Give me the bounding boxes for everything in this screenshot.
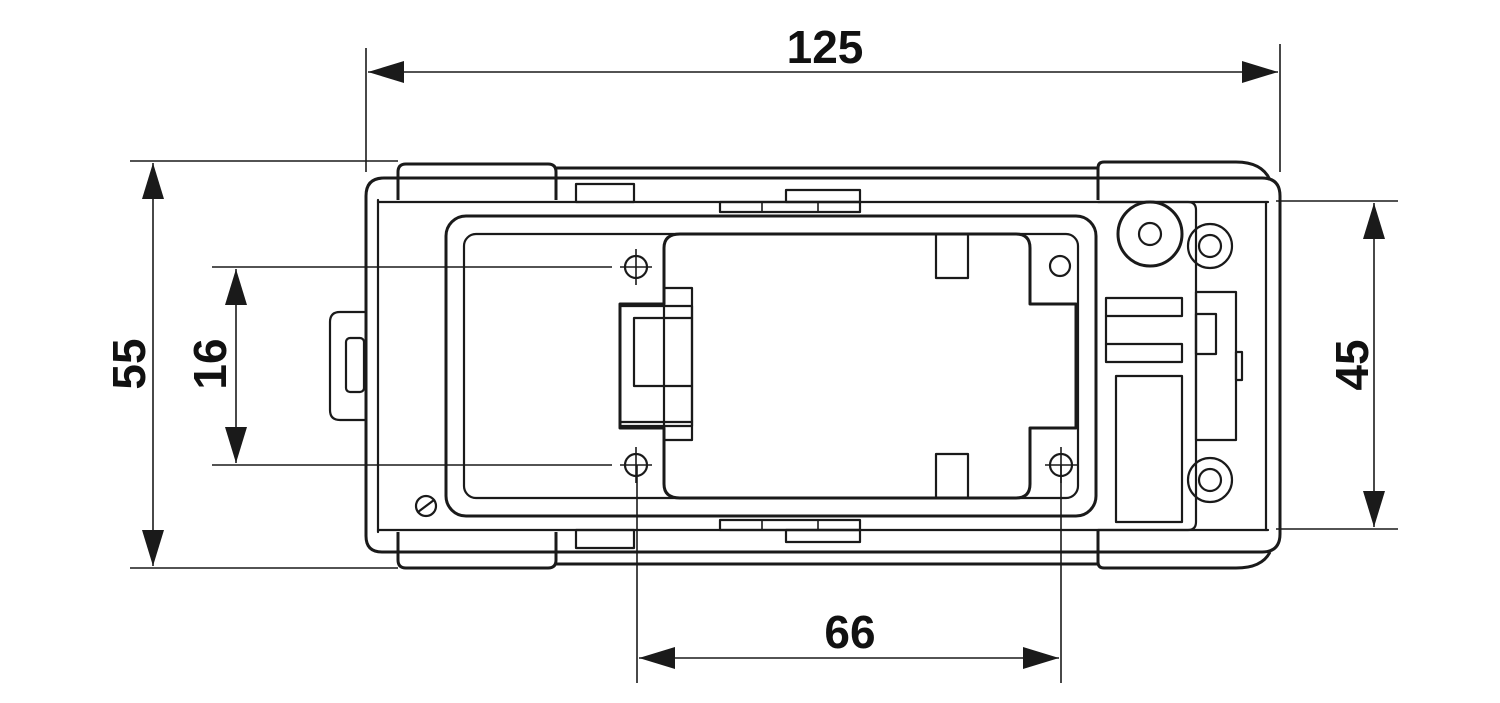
gasket-inner [462, 232, 1080, 500]
dimension-hole-horizontal: 66 [636, 465, 1062, 683]
dimension-overall-height: 55 [103, 160, 398, 569]
housing [328, 160, 1282, 570]
arrow-bottom [142, 530, 164, 566]
latch-window [618, 304, 694, 428]
arrow-left [368, 61, 404, 83]
cable-gland-inner [1137, 221, 1163, 247]
dimension-label-55: 55 [103, 338, 155, 389]
label-plate [1114, 374, 1184, 524]
dimension-label-125: 125 [787, 21, 864, 73]
latch-window-frame [662, 286, 694, 442]
top-clip-upper [784, 188, 862, 204]
arrow-top [225, 269, 247, 305]
arrow-left [639, 647, 675, 669]
arrow-right [1242, 61, 1278, 83]
top-block-left [574, 182, 636, 204]
bottom-clip-lower [784, 528, 862, 544]
hole-bottom-left [620, 447, 652, 483]
insert-hole [1048, 254, 1072, 278]
top-left-latch [396, 162, 558, 200]
hole-top-left [620, 249, 652, 285]
lever-window [1194, 312, 1218, 356]
arrow-top [142, 163, 164, 199]
bolt-bottom-inner [1197, 467, 1223, 493]
screw-slot [416, 498, 436, 514]
arrow-right [1023, 647, 1059, 669]
dimension-label-45: 45 [1326, 339, 1378, 390]
dimension-mounting-height: 45 [1276, 200, 1398, 530]
bottom-left-latch [396, 532, 558, 570]
dimension-hole-vertical: 16 [184, 266, 612, 466]
body-outer [364, 176, 1282, 554]
bolt-top-inner [1197, 233, 1223, 259]
insert-plate [618, 232, 1078, 500]
right-assembly [1096, 200, 1244, 532]
bolt-top-outer [1186, 222, 1234, 270]
bottom-right-latch [1096, 530, 1272, 570]
cable-gland-outer [1116, 200, 1184, 268]
insert-outline [618, 232, 1078, 500]
hole-bottom-right [1045, 447, 1077, 483]
bottom-block-left [574, 528, 636, 550]
gasket-frame [444, 214, 1098, 518]
latch-bar-lower [1104, 342, 1184, 364]
top-clip-lower [718, 200, 862, 214]
coding-pin-top [934, 232, 970, 280]
top-right-latch [1096, 160, 1272, 200]
coding-pin-bottom [934, 452, 970, 500]
dimension-label-16: 16 [184, 338, 236, 389]
screw-head [414, 494, 438, 518]
gasket-outer [444, 214, 1098, 518]
arrow-bottom [1363, 491, 1385, 527]
arrow-top [1363, 203, 1385, 239]
dimension-overall-width: 125 [365, 21, 1281, 172]
bolt-bottom-outer [1186, 456, 1234, 504]
latch-detail [632, 316, 694, 388]
mounting-holes [620, 249, 1077, 483]
dimension-label-66: 66 [824, 606, 875, 658]
arrow-bottom [225, 427, 247, 463]
lever-nub [1234, 350, 1244, 382]
latch-bar-upper [1104, 296, 1184, 318]
left-tab-slot [344, 336, 366, 394]
left-tab [328, 310, 368, 422]
bottom-clip-upper [718, 518, 862, 532]
